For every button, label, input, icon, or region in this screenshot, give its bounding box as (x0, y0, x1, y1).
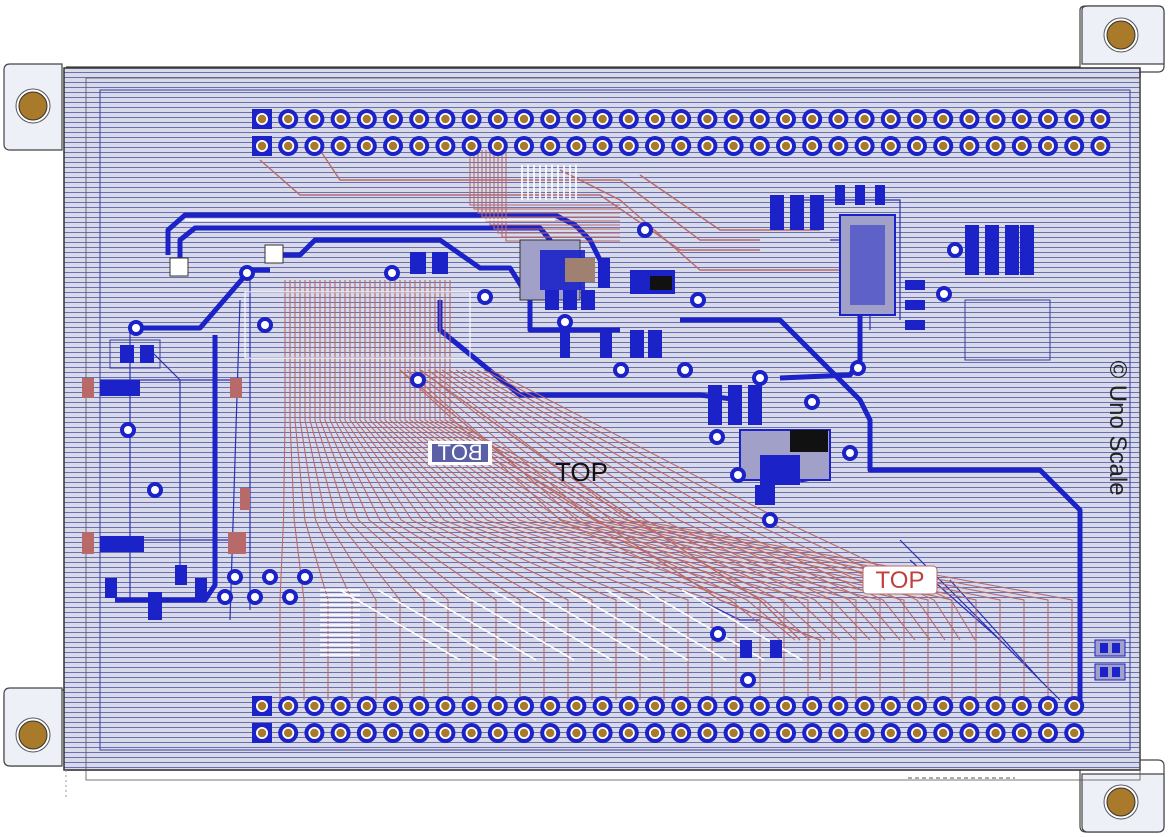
mounting-holes (15, 17, 1139, 820)
ground-pour (63, 67, 1141, 771)
silkscreen-labels: BOT TOP TOP © Uno Scale (428, 360, 1131, 595)
component-footprints (82, 185, 1126, 681)
bot-label-text: BOT (437, 440, 482, 465)
copyright-text: © Uno Scale (1104, 360, 1131, 495)
header-bottom (252, 696, 1085, 743)
signal-bus (279, 150, 1073, 700)
top-label: TOP (555, 457, 608, 487)
header-top (252, 109, 1111, 156)
vias (120, 222, 963, 688)
bottom-layer-traces (259, 149, 860, 680)
top-badge-label: TOP (876, 567, 925, 594)
bot-mirrored-label: BOT (428, 440, 492, 465)
